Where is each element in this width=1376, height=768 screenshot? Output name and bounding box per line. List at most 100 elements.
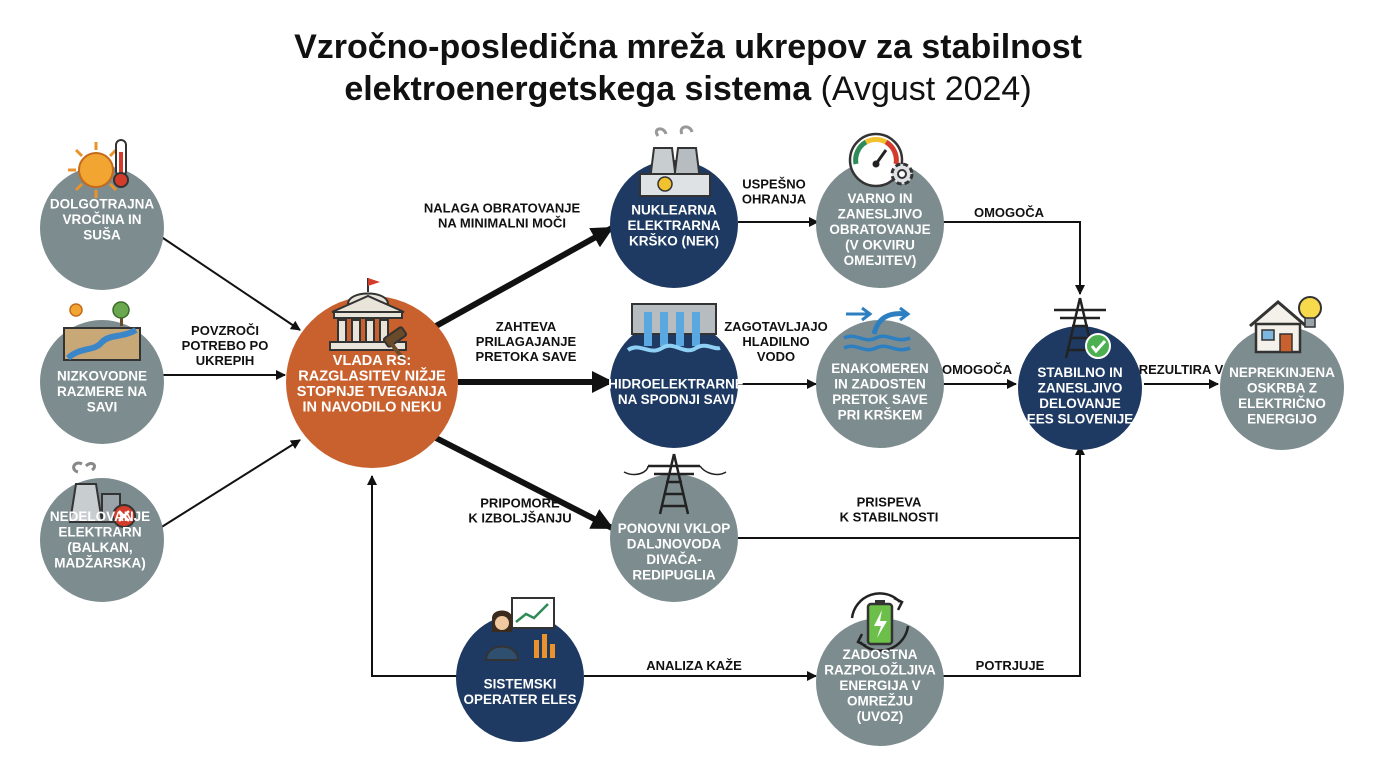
title-line-2: elektroenergetskega sistema (Avgust 2024… bbox=[0, 68, 1376, 110]
node-lowwater-label-line: NIZKOVODNE bbox=[57, 369, 147, 384]
node-safe-label-line: ZANESLJIVO bbox=[838, 207, 923, 222]
node-heat-circle bbox=[40, 166, 164, 290]
node-heat-label-line: SUŠA bbox=[83, 228, 121, 243]
edge-label-gov-hydro-line: PRETOKA SAVE bbox=[476, 349, 577, 364]
node-line-circle bbox=[610, 474, 738, 602]
node-supply-circle bbox=[1220, 326, 1344, 450]
node-balkan-label-line: NEDELOVANJE bbox=[50, 509, 150, 524]
node-stable-circle bbox=[1018, 326, 1142, 450]
title-line-2-bold: elektroenergetskega sistema bbox=[344, 70, 812, 108]
node-safe-label-line: (V OKVIRU bbox=[845, 238, 915, 253]
edge-label-eles-energy-line: ANALIZA KAŽE bbox=[646, 658, 742, 673]
river-icon bbox=[63, 301, 141, 361]
node-gov-circle bbox=[286, 296, 458, 468]
node-energy-circle bbox=[816, 618, 944, 746]
node-line-label-line: DIVAČA- bbox=[646, 552, 701, 567]
sun-thermometer-icon bbox=[68, 139, 129, 198]
title-line-1: Vzročno-posledična mreža ukrepov za stab… bbox=[294, 28, 1082, 66]
node-flow-label-line: PRI KRŠKEM bbox=[838, 407, 923, 422]
edge-label-flow-stable: OMOGOČA bbox=[942, 362, 1013, 377]
edge-balkan-to-gov bbox=[159, 439, 301, 529]
edge-label-lowwater-gov-line: POTREBO PO bbox=[182, 338, 269, 353]
node-balkan-label-line: ELEKTRARN bbox=[58, 524, 141, 539]
node-supply-label-line: NEPREKINJENA bbox=[1229, 365, 1335, 380]
edge-label-gov-nek-line: NALAGA OBRATOVANJE bbox=[424, 201, 581, 216]
edge-label-hydro-flow-line: ZAGOTAVLJAJO bbox=[724, 319, 828, 334]
edge-label-hydro-flow-line: HLADILNO bbox=[742, 334, 809, 349]
node-hydro-label-line: NA SPODNJI SAVI bbox=[618, 392, 734, 407]
edge-label-energy-stable-line: POTRJUJE bbox=[976, 658, 1045, 673]
edge-label-stable-supply-line: REZULTIRA V bbox=[1139, 362, 1224, 377]
node-stable-label-line: STABILNO IN bbox=[1037, 365, 1122, 380]
edge-label-gov-nek-line: NA MINIMALNI MOČI bbox=[438, 216, 566, 231]
node-nek-label-line: KRŠKO (NEK) bbox=[629, 234, 719, 249]
node-stable-label-line: EES SLOVENIJE bbox=[1027, 411, 1134, 426]
node-heat-label-line: DOLGOTRAJNA bbox=[50, 197, 155, 212]
node-safe-label-line: OMEJITEV) bbox=[844, 253, 917, 268]
edge-label-flow-stable-line: OMOGOČA bbox=[942, 362, 1013, 377]
edge-label-gov-hydro-line: PRILAGAJANJE bbox=[476, 334, 577, 349]
node-energy-label-line: OMREŽJU bbox=[847, 694, 913, 709]
node-energy-label-line: ZADOSTNA bbox=[843, 647, 918, 662]
edge-label-gov-hydro-line: ZAHTEVA bbox=[496, 319, 557, 334]
node-supply-label-line: ENERGIJO bbox=[1247, 411, 1317, 426]
node-line-label-line: PONOVNI VKLOP bbox=[618, 521, 731, 536]
node-line-label-line: REDIPUGLIA bbox=[632, 567, 716, 582]
node-hydro-label-line: HIDROELEKTRARNE bbox=[608, 376, 744, 391]
water-flow-icon bbox=[843, 306, 911, 352]
operator-chart-icon bbox=[484, 597, 555, 661]
node-eles-label-line: OPERATER ELES bbox=[463, 692, 576, 707]
power-plant-offline-icon bbox=[68, 461, 136, 528]
node-flow-label-line: ENAKOMEREN bbox=[831, 361, 929, 376]
edge-label-line-stable-line: PRISPEVA bbox=[857, 495, 922, 510]
tower-check-icon bbox=[1054, 297, 1111, 359]
edge-label-gov-line-line: PRIPOMORE bbox=[480, 496, 560, 511]
edge-eles-to-gov bbox=[367, 475, 458, 677]
edge-safe-to-stable bbox=[942, 221, 1085, 295]
edge-label-nek-safe-line: OHRANJA bbox=[742, 192, 807, 207]
node-balkan-label-line: MADŽARSKA) bbox=[54, 555, 146, 570]
diagram-title: Vzročno-posledična mreža ukrepov za stab… bbox=[0, 26, 1376, 110]
edge-label-line-stable-line: K STABILNOSTI bbox=[840, 510, 939, 525]
node-gov-label-line: VLADA RS: bbox=[333, 353, 411, 369]
node-line-label-line: DALJNOVODA bbox=[627, 536, 722, 551]
edge-gov-to-line bbox=[434, 435, 614, 531]
title-date: (Avgust 2024) bbox=[820, 70, 1032, 108]
node-energy-label-line: (UVOZ) bbox=[857, 709, 904, 724]
node-nek-label-line: ELEKTRARNA bbox=[628, 218, 721, 233]
node-safe-label-line: VARNO IN bbox=[847, 191, 912, 206]
edge-heat-to-gov bbox=[159, 235, 301, 331]
edge-label-eles-energy: ANALIZA KAŽE bbox=[646, 658, 742, 673]
nuclear-plant-icon bbox=[639, 125, 711, 197]
node-stable-label-line: ZANESLJIVO bbox=[1038, 380, 1123, 395]
house-bulb-icon bbox=[1249, 296, 1322, 354]
node-supply-label-line: ELEKTRIČNO bbox=[1238, 396, 1326, 411]
node-energy-label-line: ENERGIJA V bbox=[839, 678, 920, 693]
